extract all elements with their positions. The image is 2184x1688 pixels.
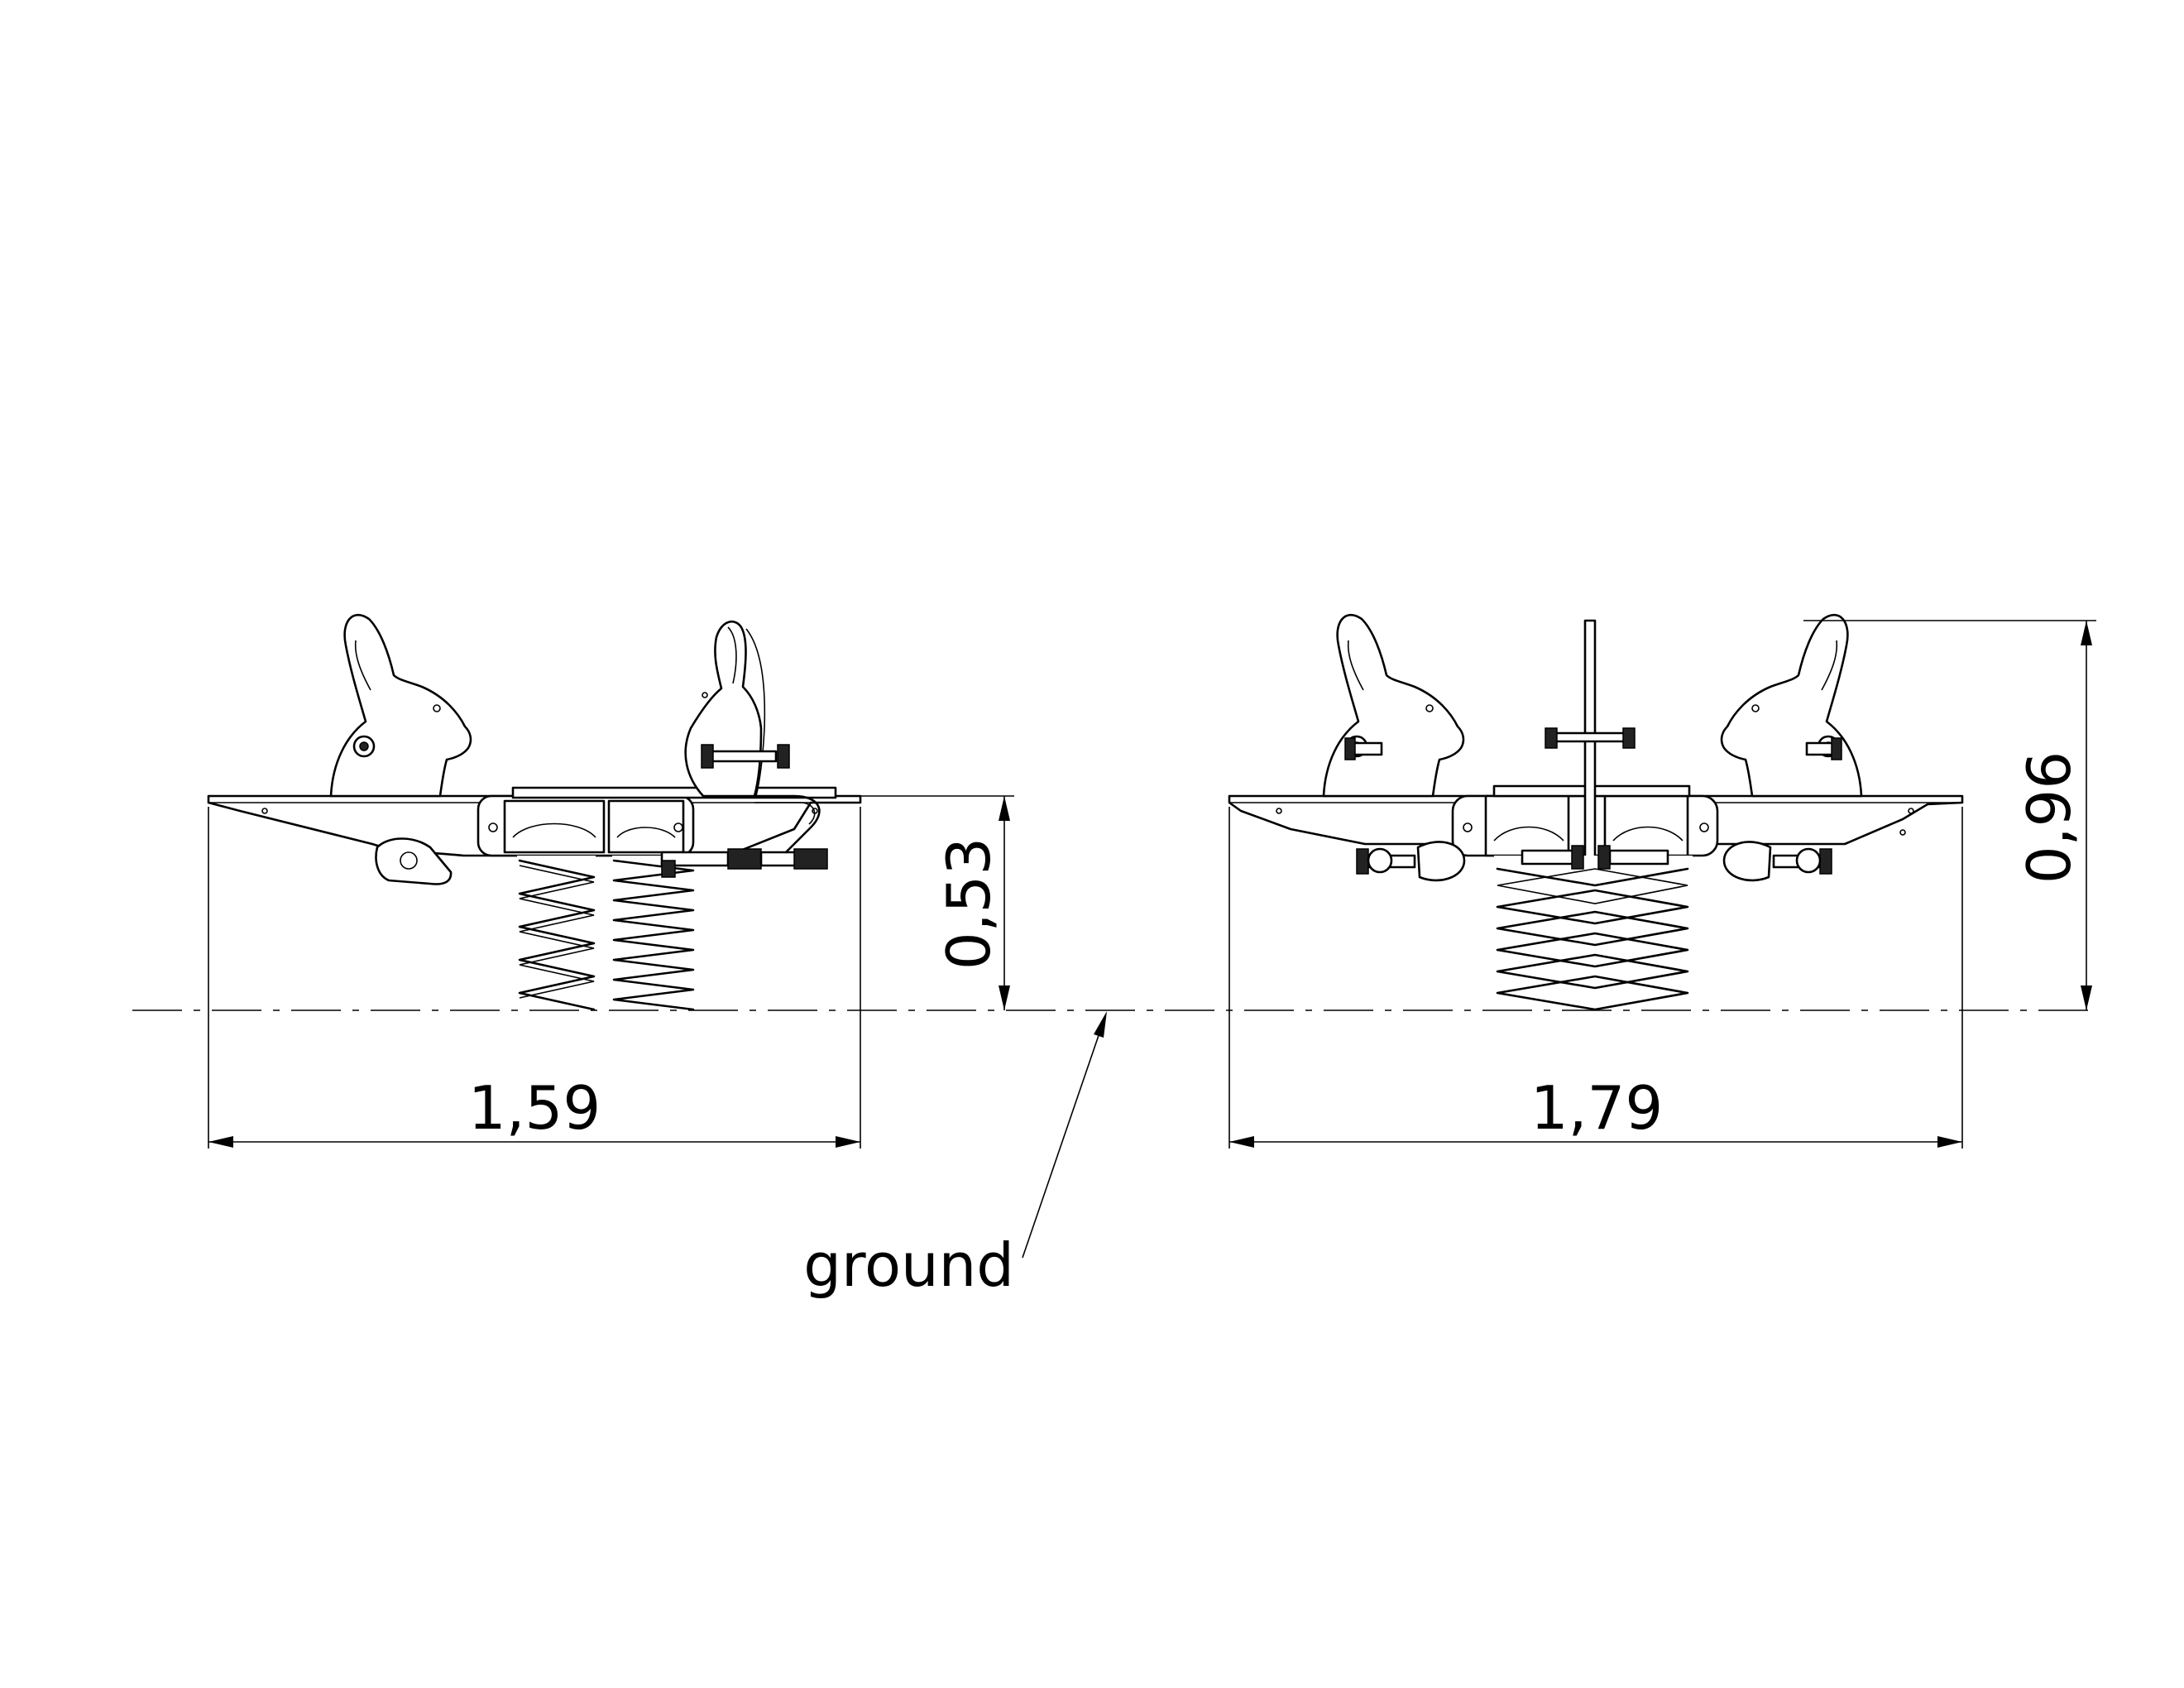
side-footrest-left [375, 837, 453, 885]
ground-annotation: ground [803, 1011, 1107, 1300]
side-rabbit-left [329, 613, 472, 798]
front-rabbit-left [1322, 613, 1465, 798]
front-rabbit-right [1720, 613, 1863, 798]
dim-side-width-label: 1,59 [468, 1073, 601, 1143]
dimension-front-height: 0,96 [1803, 620, 2096, 1010]
side-spring-right [612, 856, 695, 1011]
front-footrest-left [1356, 841, 1466, 882]
dimension-side-width: 1,59 [208, 807, 861, 1149]
dim-front-height-label: 0,96 [2014, 751, 2084, 884]
side-view [207, 613, 862, 1011]
front-center-pole [1583, 619, 1597, 887]
front-spring [1494, 856, 1693, 1011]
side-spring-left [517, 856, 596, 1011]
side-rabbit-right [684, 620, 790, 798]
front-footrest-right [1722, 841, 1832, 882]
ground-label: ground [803, 1230, 1014, 1300]
dim-front-width-label: 1,79 [1530, 1073, 1663, 1143]
dimension-side-height: 0,53 [860, 795, 1014, 1010]
side-handle-bolts [660, 848, 828, 870]
front-view [1228, 613, 1964, 1011]
dim-side-height-label: 0,53 [934, 837, 1003, 970]
dimension-front-width: 1,79 [1228, 807, 1963, 1149]
